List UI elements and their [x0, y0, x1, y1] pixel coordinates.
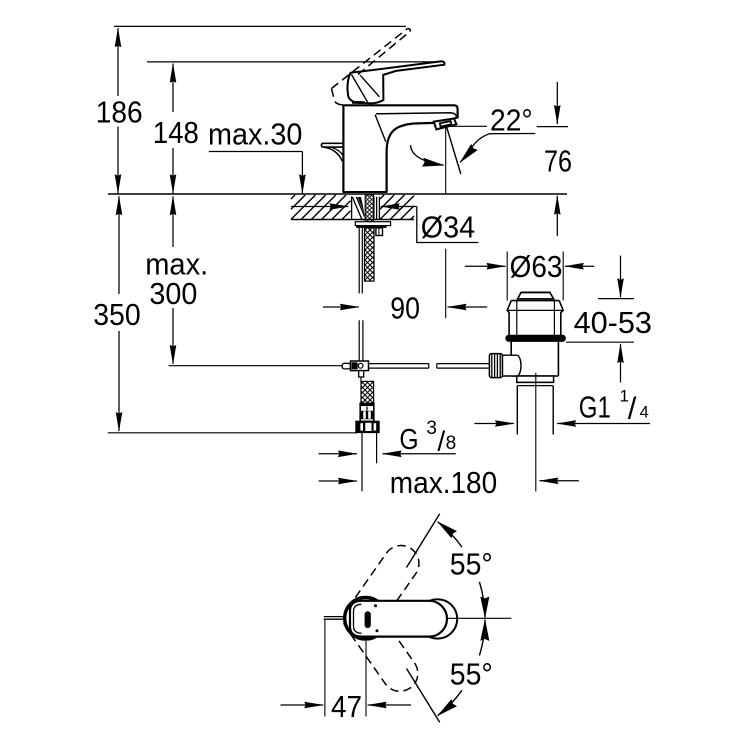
svg-text:40-53: 40-53	[574, 305, 652, 340]
svg-text:47: 47	[331, 689, 362, 724]
svg-text:/: /	[628, 390, 637, 425]
svg-text:3: 3	[426, 418, 437, 439]
svg-text:8: 8	[446, 433, 457, 454]
svg-text:186: 186	[96, 94, 143, 129]
svg-text:76: 76	[544, 144, 572, 179]
svg-text:148: 148	[153, 115, 199, 150]
svg-text:90: 90	[390, 291, 420, 326]
svg-text:/: /	[437, 425, 445, 456]
svg-text:55°: 55°	[450, 657, 493, 692]
svg-text:max.: max.	[145, 246, 208, 281]
svg-text:max.180: max.180	[390, 465, 497, 500]
svg-text:Ø34: Ø34	[421, 209, 475, 244]
svg-text:55°: 55°	[450, 547, 493, 582]
svg-text:4: 4	[640, 404, 649, 422]
svg-text:G: G	[399, 424, 418, 456]
svg-text:G1: G1	[579, 390, 611, 425]
svg-text:350: 350	[93, 297, 141, 332]
svg-text:300: 300	[149, 276, 197, 311]
svg-text:1: 1	[620, 387, 629, 406]
svg-text:Ø63: Ø63	[510, 249, 563, 284]
svg-text:22°: 22°	[490, 102, 533, 137]
svg-text:max.30: max.30	[208, 118, 302, 152]
